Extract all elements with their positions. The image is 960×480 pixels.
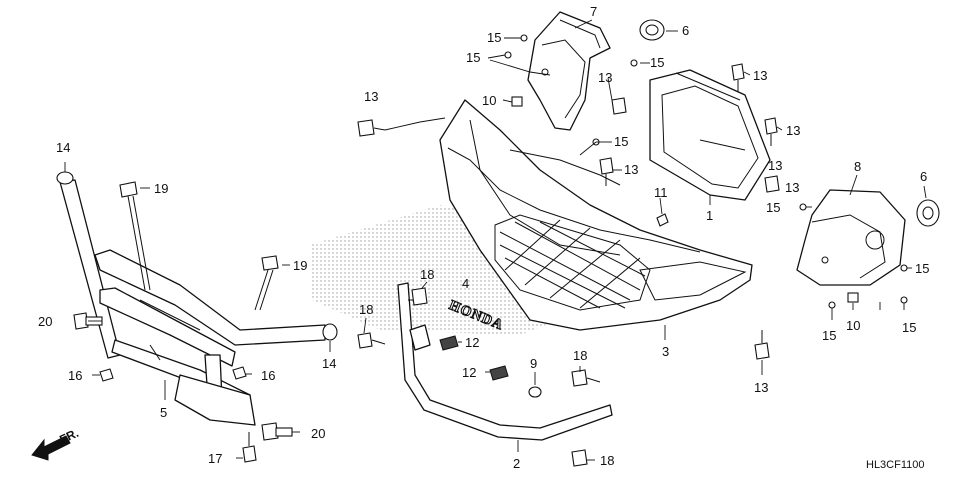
- callout-15: 15: [915, 261, 929, 276]
- callout-15: 15: [650, 55, 664, 70]
- callout-18: 18: [420, 267, 434, 282]
- front-grille-part-3: [439, 99, 753, 331]
- callout-6: 6: [920, 169, 927, 184]
- callout-1: 1: [706, 208, 713, 223]
- clip-12-upper: [439, 335, 459, 351]
- callout-15: 15: [466, 50, 480, 65]
- clip-13-a: [357, 119, 386, 137]
- callout-15: 15: [822, 328, 836, 343]
- callout-19: 19: [154, 181, 168, 196]
- callout-7: 7: [590, 4, 597, 19]
- bolt-18-a: [411, 287, 428, 306]
- callout-13: 13: [754, 380, 768, 395]
- bolt-18-d: [571, 449, 588, 467]
- clip-13-d: [764, 117, 778, 146]
- callout-15: 15: [487, 30, 501, 45]
- clip-13-b: [611, 97, 627, 115]
- callout-18: 18: [573, 348, 587, 363]
- right-cover-part-8: [796, 189, 906, 286]
- grille-mesh: [499, 219, 646, 309]
- callout-18: 18: [359, 302, 373, 317]
- callout-labels: 7 6 15 15 13 15 13 13 10 13 15 13 13 14 …: [38, 4, 929, 471]
- callout-6: 6: [682, 23, 689, 38]
- callout-13: 13: [785, 180, 799, 195]
- callout-17: 17: [208, 451, 222, 466]
- bolt-20-lower: [261, 422, 293, 441]
- callout-16: 16: [261, 368, 275, 383]
- callout-3: 3: [662, 344, 669, 359]
- callout-14: 14: [322, 356, 336, 371]
- front-guard-part-5: [59, 179, 326, 426]
- nut-9: [528, 386, 542, 398]
- bolt-19-lower: [254, 255, 279, 311]
- callout-2: 2: [513, 456, 520, 471]
- grommet-6-right: [916, 199, 940, 227]
- nut-10-right: [847, 292, 859, 303]
- bolt-19-upper: [119, 181, 151, 291]
- bolt-18-c: [571, 369, 601, 387]
- bolt-17: [242, 432, 257, 463]
- callout-15: 15: [614, 134, 628, 149]
- callout-13: 13: [768, 158, 782, 173]
- cap-14-right: [322, 323, 338, 341]
- callout-11: 11: [654, 185, 668, 200]
- inner-panel-part-1: [649, 69, 771, 201]
- callout-5: 5: [160, 405, 167, 420]
- bolt-18-b: [357, 332, 386, 349]
- clip-13-e: [599, 157, 614, 186]
- clip-13-f: [764, 175, 780, 193]
- callout-9: 9: [530, 356, 537, 371]
- leader-lines: [64, 19, 927, 461]
- fr-label: FR.: [57, 426, 80, 447]
- callout-14: 14: [56, 140, 70, 155]
- callout-13: 13: [624, 162, 638, 177]
- callout-13: 13: [364, 89, 378, 104]
- callout-20: 20: [38, 314, 52, 329]
- callout-15: 15: [902, 320, 916, 335]
- callout-10: 10: [846, 318, 860, 333]
- callout-16: 16: [68, 368, 82, 383]
- nut-16-right: [232, 366, 247, 380]
- cap-14-left: [56, 171, 74, 185]
- diagram-code: HL3CF1100: [866, 459, 925, 471]
- nut-10-left: [511, 96, 523, 107]
- callout-13: 13: [753, 68, 767, 83]
- callout-13: 13: [786, 123, 800, 138]
- callout-12: 12: [462, 365, 476, 380]
- clip-13-c: [731, 63, 745, 92]
- callout-20: 20: [311, 426, 325, 441]
- left-cover-part-7: [527, 11, 611, 131]
- callout-13: 13: [598, 70, 612, 85]
- callout-8: 8: [854, 159, 861, 174]
- callout-4: 4: [462, 276, 469, 291]
- clip-13-g: [754, 330, 770, 360]
- callout-18: 18: [600, 453, 614, 468]
- callout-19: 19: [293, 258, 307, 273]
- nut-11: [656, 213, 669, 227]
- callout-15: 15: [766, 200, 780, 215]
- nut-16-left: [99, 368, 114, 382]
- front-direction-arrow: FR.: [31, 426, 81, 461]
- callout-12: 12: [465, 335, 479, 350]
- callout-10: 10: [482, 93, 496, 108]
- clip-12-lower: [489, 365, 509, 381]
- grommet-6-left: [639, 19, 665, 41]
